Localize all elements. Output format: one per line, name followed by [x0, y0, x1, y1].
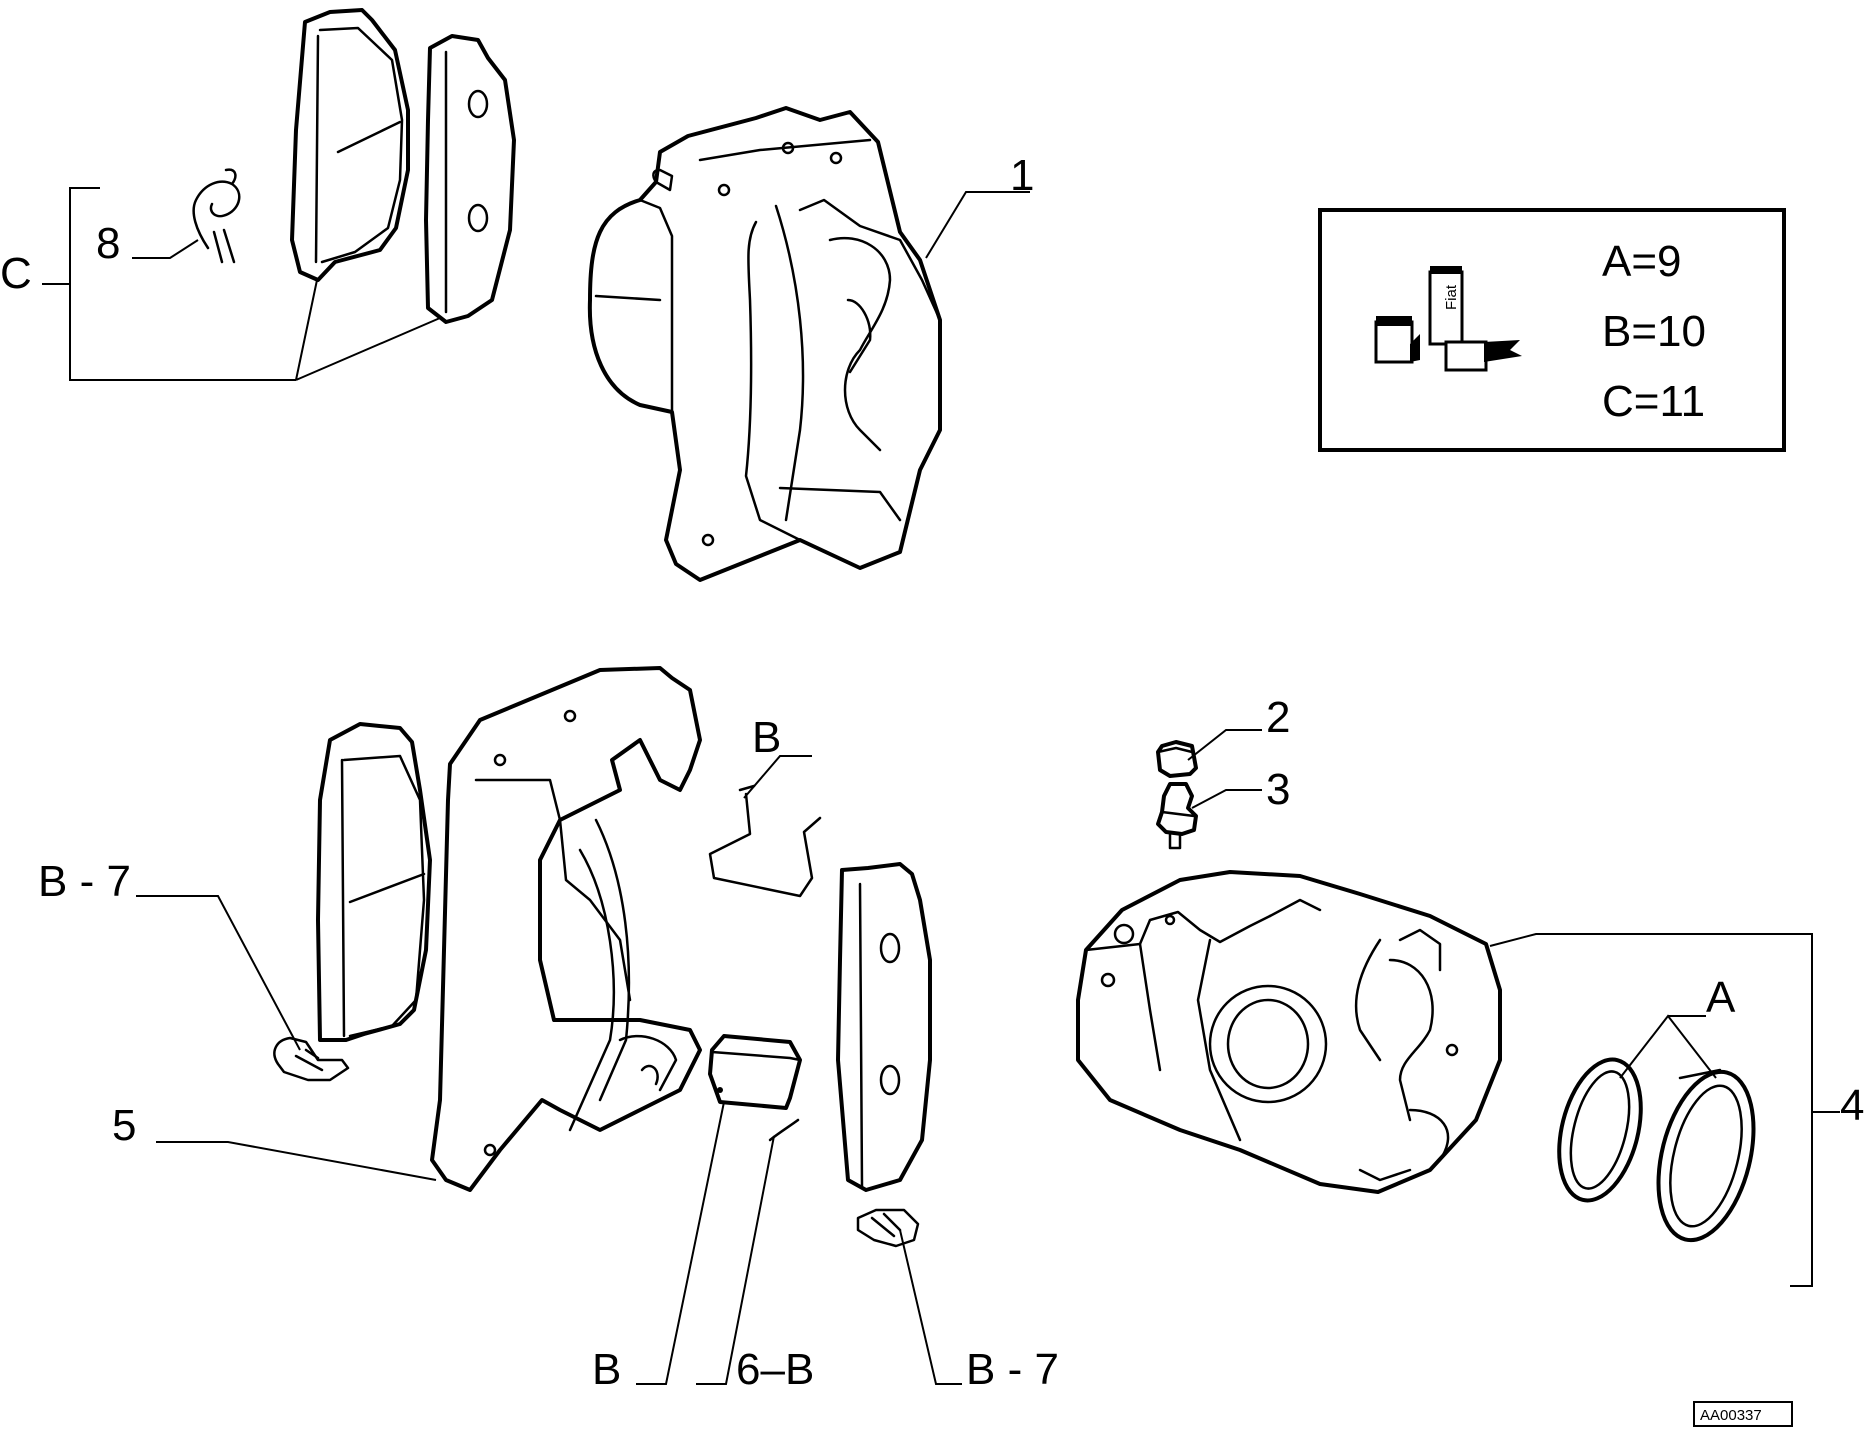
- callout-3: 3: [1266, 765, 1290, 814]
- caliper-mounting-bracket: [430, 666, 702, 1192]
- brake-pad-top-left: [290, 8, 410, 282]
- callout-B7-left: B - 7: [38, 857, 131, 906]
- leader-b7-left: [136, 895, 301, 1051]
- retaining-spring-clip: [192, 168, 241, 264]
- leader-6b: [696, 1135, 775, 1385]
- pad-wear-sensor: [708, 1034, 802, 1142]
- svg-text:AA00337: AA00337: [1700, 1407, 1762, 1424]
- bracket-c: [42, 187, 441, 381]
- anti-rattle-spring: [708, 784, 822, 898]
- callout-8: 8: [96, 219, 120, 268]
- leader-5: [156, 1141, 437, 1181]
- leader-8: [132, 239, 199, 259]
- svg-text:Fiat: Fiat: [1443, 284, 1460, 310]
- leader-b-top: [743, 755, 812, 799]
- piston-seal-large: [1656, 1068, 1756, 1243]
- leader-a: [1619, 1014, 1717, 1079]
- bleed-screw: [1156, 782, 1198, 850]
- leader-2: [1187, 729, 1262, 761]
- callout-B-bottom: B: [592, 1345, 621, 1394]
- brake-pad-backing-plate-top: [424, 34, 516, 324]
- bleed-screw-dust-cap: [1156, 740, 1198, 778]
- leader-b-bottom: [636, 1101, 725, 1385]
- callout-2: 2: [1266, 693, 1290, 742]
- leader-3: [1191, 789, 1262, 809]
- legend-line-b: B=10: [1602, 307, 1706, 356]
- pad-retaining-clip-bottom: [856, 1208, 920, 1248]
- callout-A: A: [1706, 973, 1736, 1022]
- callout-B7-bottom: B - 7: [966, 1345, 1059, 1394]
- callout-5: 5: [112, 1101, 136, 1150]
- brake-pad-left: [316, 722, 432, 1042]
- leader-1: [925, 191, 1030, 259]
- callout-6B: 6–B: [736, 1345, 814, 1394]
- legend-box: Fiat A=9 B=10 C=11: [1318, 208, 1786, 452]
- fiat-lubricant-products-icon: Fiat: [1374, 266, 1522, 372]
- callout-4: 4: [1840, 1081, 1864, 1130]
- leader-b7-bottom: [899, 1229, 962, 1385]
- callout-C: C: [0, 249, 32, 298]
- assembled-brake-caliper: [587, 106, 942, 582]
- callout-B-top: B: [752, 713, 781, 762]
- pad-retaining-clip-left: [273, 1036, 350, 1082]
- bracket-4: [1489, 933, 1840, 1287]
- legend-line-c: C=11: [1602, 377, 1705, 426]
- brake-pad-right: [836, 862, 932, 1192]
- caliper-housing: [1076, 870, 1502, 1194]
- legend-line-a: A=9: [1602, 237, 1682, 286]
- reference-code-label: AA00337: [1693, 1401, 1793, 1427]
- piston-seal-small: [1557, 1057, 1643, 1203]
- callout-1: 1: [1010, 151, 1034, 200]
